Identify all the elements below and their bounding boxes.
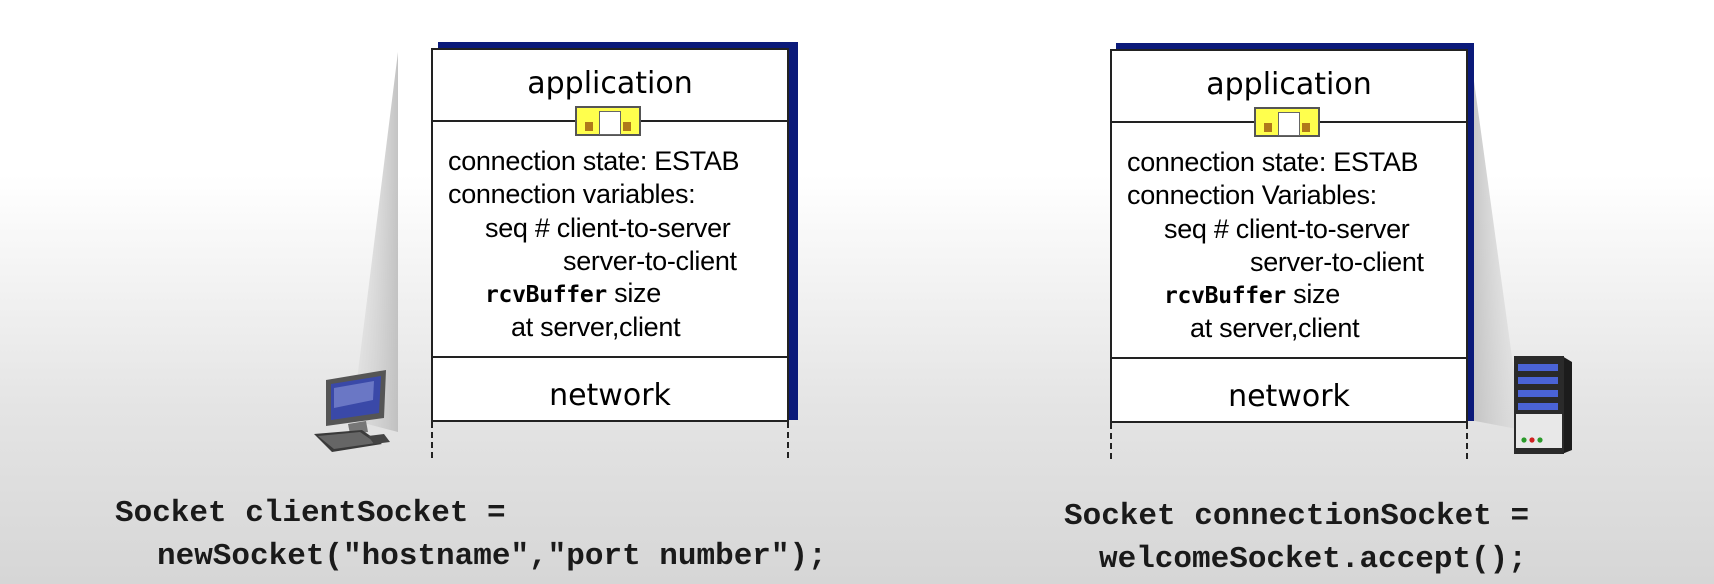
- client-dashed-left: [431, 422, 433, 458]
- server-dashed-left: [1110, 423, 1112, 459]
- network-label: network: [549, 378, 671, 413]
- server-connection-beam: [1470, 52, 1522, 430]
- server-network-layer: network: [1112, 357, 1466, 421]
- seq-line: seq # client-to-server: [485, 213, 731, 243]
- server-stack: application connection state: ESTAB conn…: [1110, 49, 1468, 423]
- socket-door-icon: [1254, 107, 1320, 137]
- client-application-layer: application: [433, 50, 787, 136]
- server-tower-icon: [1514, 356, 1572, 454]
- application-label: application: [1206, 67, 1372, 102]
- server-transport-layer: connection state: ESTAB connection Varia…: [1112, 121, 1466, 359]
- network-label: network: [1228, 379, 1350, 414]
- server-to-client-line: server-to-client: [563, 246, 737, 276]
- server-host: application connection state: ESTAB conn…: [1064, 0, 1650, 577]
- server-application-layer: application: [1112, 51, 1466, 137]
- rcvbuffer-line: rcvBuffer size: [485, 278, 661, 308]
- desktop-computer-icon: [314, 370, 390, 452]
- client-stack: application connection state: ESTAB conn…: [431, 48, 789, 422]
- client-host: application connection state: ESTAB conn…: [115, 0, 850, 574]
- connection-state: connection state: ESTAB: [448, 146, 740, 176]
- client-dashed-right: [787, 422, 789, 458]
- client-connection-beam: [352, 52, 398, 432]
- client-socket-code-line1: Socket clientSocket =: [115, 496, 506, 531]
- at-server-client-line: at server,client: [511, 312, 681, 342]
- seq-line: seq # client-to-server: [1164, 214, 1410, 244]
- server-to-client-line: server-to-client: [1250, 247, 1424, 277]
- server-dashed-right: [1466, 423, 1468, 459]
- connection-state: connection state: ESTAB: [1127, 147, 1419, 177]
- connection-variables: connection Variables:: [1127, 180, 1377, 210]
- at-server-client-line: at server,client: [1190, 313, 1360, 343]
- client-transport-layer: connection state: ESTAB connection varia…: [433, 120, 787, 358]
- connection-variables: connection variables:: [448, 179, 696, 209]
- client-network-layer: network: [433, 356, 787, 420]
- client-socket-code-line2: newSocket("hostname","port number");: [157, 539, 827, 574]
- server-socket-code-line1: Socket connectionSocket =: [1064, 499, 1530, 534]
- server-socket-code-line2: welcomeSocket.accept();: [1099, 542, 1527, 577]
- application-label: application: [527, 66, 693, 101]
- socket-door-icon: [575, 106, 641, 136]
- rcvbuffer-line: rcvBuffer size: [1164, 279, 1340, 309]
